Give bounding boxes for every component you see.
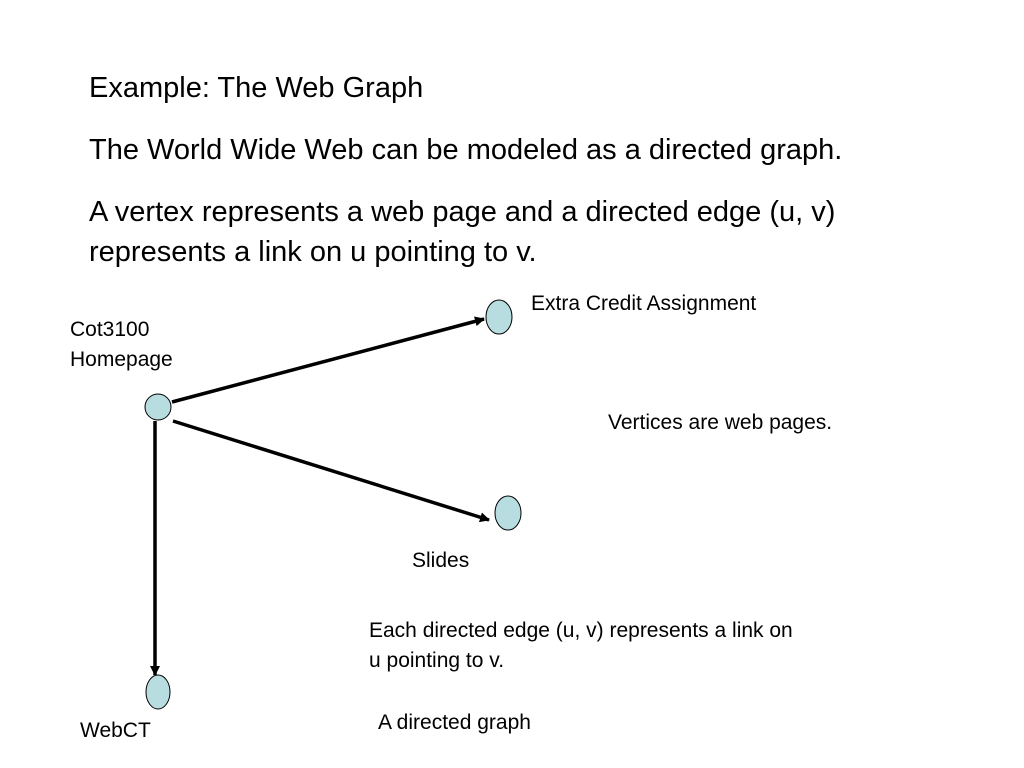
web-as-graph-sentence: The World Wide Web can be modeled as a d… [89, 134, 843, 166]
edges-note-line-1: Each directed edge (u, v) represents a l… [369, 619, 793, 642]
vertex-label-cot3100-line-1: Cot3100 [70, 318, 150, 341]
edge-cot3100-to-slides [172, 419, 490, 523]
slide-title: Example: The Web Graph [89, 72, 424, 104]
vertex-edge-definition-line-2: represents a link on u pointing to v. [89, 236, 537, 268]
vertex-cot3100 [144, 393, 172, 421]
vertices [144, 299, 522, 710]
vertex-label-cot3100-line-2: Homepage [70, 348, 173, 371]
vertices-note: Vertices are web pages. [608, 411, 833, 434]
vertex-slides [494, 495, 522, 531]
vertex-webct [145, 674, 171, 710]
edges [150, 316, 490, 676]
vertex-label-slides: Slides [412, 549, 470, 572]
edge-cot3100-to-extra_credit [171, 316, 485, 404]
vertex-edge-definition-line-1: A vertex represents a web page and a dir… [89, 196, 836, 228]
vertex-label-webct: WebCT [80, 719, 151, 742]
vertex-extra-credit [485, 299, 513, 335]
vertex-label-extra-credit: Extra Credit Assignment [531, 292, 757, 315]
edges-note-line-2: u pointing to v. [369, 649, 505, 672]
diagram-caption: A directed graph [378, 711, 531, 734]
